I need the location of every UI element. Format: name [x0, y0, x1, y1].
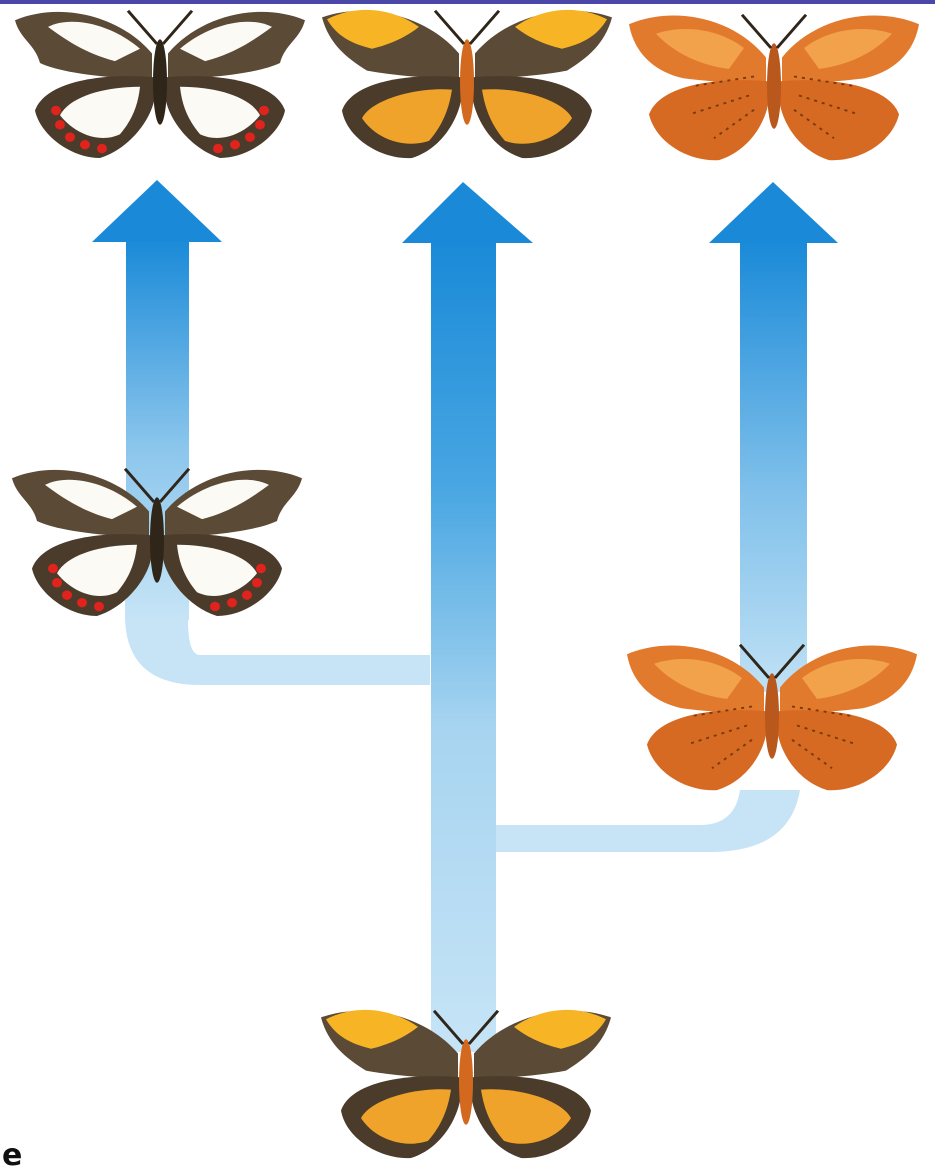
lineage-arrows: [92, 180, 838, 1052]
middle-lineage-arrow: [402, 182, 533, 1052]
right-lineage-arrow: [709, 182, 838, 692]
butterfly-top-middle: [322, 10, 612, 158]
right-branch-connector: [495, 790, 800, 852]
butterfly-top-right: [629, 15, 919, 160]
butterfly-top-left: [15, 11, 305, 158]
panel-letter: e: [2, 1141, 22, 1171]
